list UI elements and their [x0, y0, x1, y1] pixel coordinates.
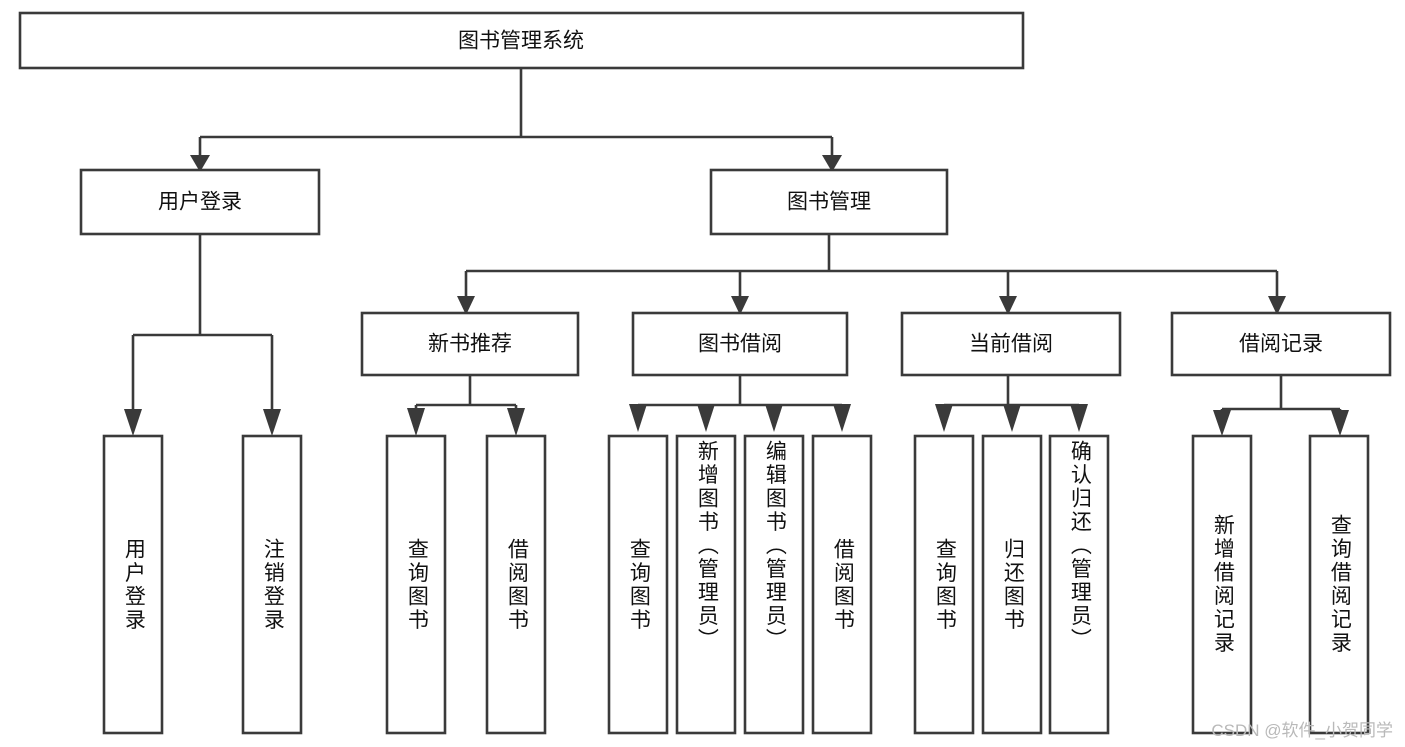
leaf-user-login-rect[interactable] — [102, 434, 164, 735]
arrowhead-leaf-borrow-book-1 — [507, 408, 525, 436]
leaf-logout-login-rect[interactable] — [241, 434, 303, 735]
node-current-borrow-rect[interactable] — [900, 311, 1122, 377]
leaf-borrow-book-2-rect[interactable] — [811, 434, 873, 735]
arrowhead-book-mgmt — [822, 155, 842, 172]
node-book-mgmt[interactable]: 图书管理 — [709, 168, 949, 236]
node-book-mgmt-label: 图书管理 — [787, 191, 871, 214]
connector-group-user-login — [124, 234, 281, 436]
leaf-add-book-admin-rect[interactable] — [675, 434, 737, 735]
leaf-confirm-return-rect[interactable] — [1048, 434, 1110, 735]
node-new-book-rec[interactable]: 新书推荐 — [360, 311, 580, 377]
node-book-borrow[interactable]: 图书借阅 — [631, 311, 849, 377]
arrowhead-new-book-rec — [457, 296, 475, 315]
connector-group-new-book-rec — [407, 375, 525, 436]
leaf-query-book-1-rect[interactable] — [385, 434, 447, 735]
arrowhead-leaf-query-book-1 — [407, 408, 425, 436]
node-current-borrow-label: 当前借阅 — [969, 333, 1053, 356]
connector-group-borrow-record — [1213, 375, 1349, 436]
node-new-book-rec-label: 新书推荐 — [428, 333, 512, 356]
arrowhead-leaf-add-book-admin — [697, 404, 715, 432]
node-book-mgmt-rect[interactable] — [709, 168, 949, 236]
node-user-login-label: 用户登录 — [158, 191, 242, 214]
arrowhead-borrow-record — [1268, 296, 1286, 315]
leaf-boxes — [102, 434, 1370, 735]
leaf-query-book-3-rect[interactable] — [913, 434, 975, 735]
node-borrow-record-rect[interactable] — [1170, 311, 1392, 377]
leaf-borrow-book-1-rect[interactable] — [485, 434, 547, 735]
connector-group-root — [190, 68, 842, 172]
arrowhead-leaf-query-book-2 — [629, 404, 647, 432]
arrowhead-leaf-query-book-3 — [935, 404, 953, 432]
node-root-rect[interactable] — [18, 11, 1025, 70]
leaf-edit-book-admin-rect[interactable] — [743, 434, 805, 735]
leaf-query-borrow-rec-rect[interactable] — [1308, 434, 1370, 735]
arrowhead-leaf-logout-login — [263, 409, 281, 436]
connector-group-book-borrow — [629, 375, 851, 432]
node-root[interactable]: 图书管理系统 — [18, 11, 1025, 70]
node-borrow-record[interactable]: 借阅记录 — [1170, 311, 1392, 377]
arrowhead-leaf-user-login — [124, 409, 142, 436]
leaf-query-book-2-rect[interactable] — [607, 434, 669, 735]
arrowhead-leaf-borrow-book-2 — [833, 404, 851, 432]
leaf-return-book-rect[interactable] — [981, 434, 1043, 735]
node-new-book-rec-rect[interactable] — [360, 311, 580, 377]
node-root-label: 图书管理系统 — [458, 30, 584, 53]
arrowhead-leaf-add-borrow-rec — [1213, 410, 1231, 436]
node-book-borrow-rect[interactable] — [631, 311, 849, 377]
leaf-add-borrow-rec-rect[interactable] — [1191, 434, 1253, 735]
node-user-login[interactable]: 用户登录 — [79, 168, 321, 236]
arrowhead-user-login — [190, 155, 210, 172]
arrowhead-book-borrow — [731, 296, 749, 315]
node-user-login-rect[interactable] — [79, 168, 321, 236]
node-borrow-record-label: 借阅记录 — [1239, 333, 1323, 356]
arrowhead-leaf-edit-book-admin — [765, 404, 783, 432]
arrowhead-leaf-confirm-return — [1070, 404, 1088, 432]
arrowhead-current-borrow — [999, 296, 1017, 315]
connector-group-current-borrow — [935, 375, 1088, 432]
arrowhead-leaf-return-book — [1003, 404, 1021, 432]
node-book-borrow-label: 图书借阅 — [698, 333, 782, 356]
arrowhead-leaf-query-borrow-rec — [1331, 410, 1349, 436]
connector-group-book-mgmt — [457, 234, 1286, 315]
node-current-borrow[interactable]: 当前借阅 — [900, 311, 1122, 377]
